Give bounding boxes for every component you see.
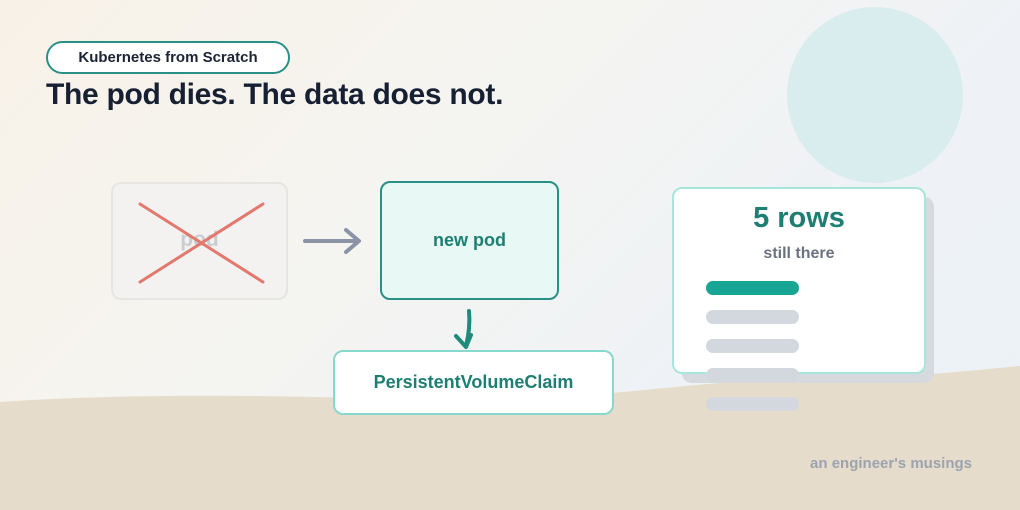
deleted-pod-box: pod	[111, 182, 288, 300]
pvc-label: PersistentVolumeClaim	[373, 372, 574, 392]
pvc-box: PersistentVolumeClaim	[333, 350, 614, 415]
table-row	[706, 397, 799, 411]
series-badge-label: Kubernetes from Scratch	[78, 49, 258, 66]
series-badge: Kubernetes from Scratch	[46, 41, 290, 74]
table-row	[706, 368, 799, 382]
table-row	[706, 339, 799, 353]
decorative-circle	[787, 7, 963, 183]
new-pod-box: new pod	[380, 181, 559, 300]
row-count: 5 rows	[753, 202, 845, 234]
row-count-caption: still there	[763, 245, 835, 262]
cross-out-icon	[138, 202, 265, 284]
author-signature: an engineer's musings	[810, 455, 972, 472]
table-row	[706, 310, 799, 324]
new-pod-label: new pod	[433, 230, 506, 250]
deleted-pod-label: pod	[180, 228, 219, 251]
table-row	[706, 281, 799, 295]
page-title: The pod dies. The data does not.	[46, 78, 504, 111]
